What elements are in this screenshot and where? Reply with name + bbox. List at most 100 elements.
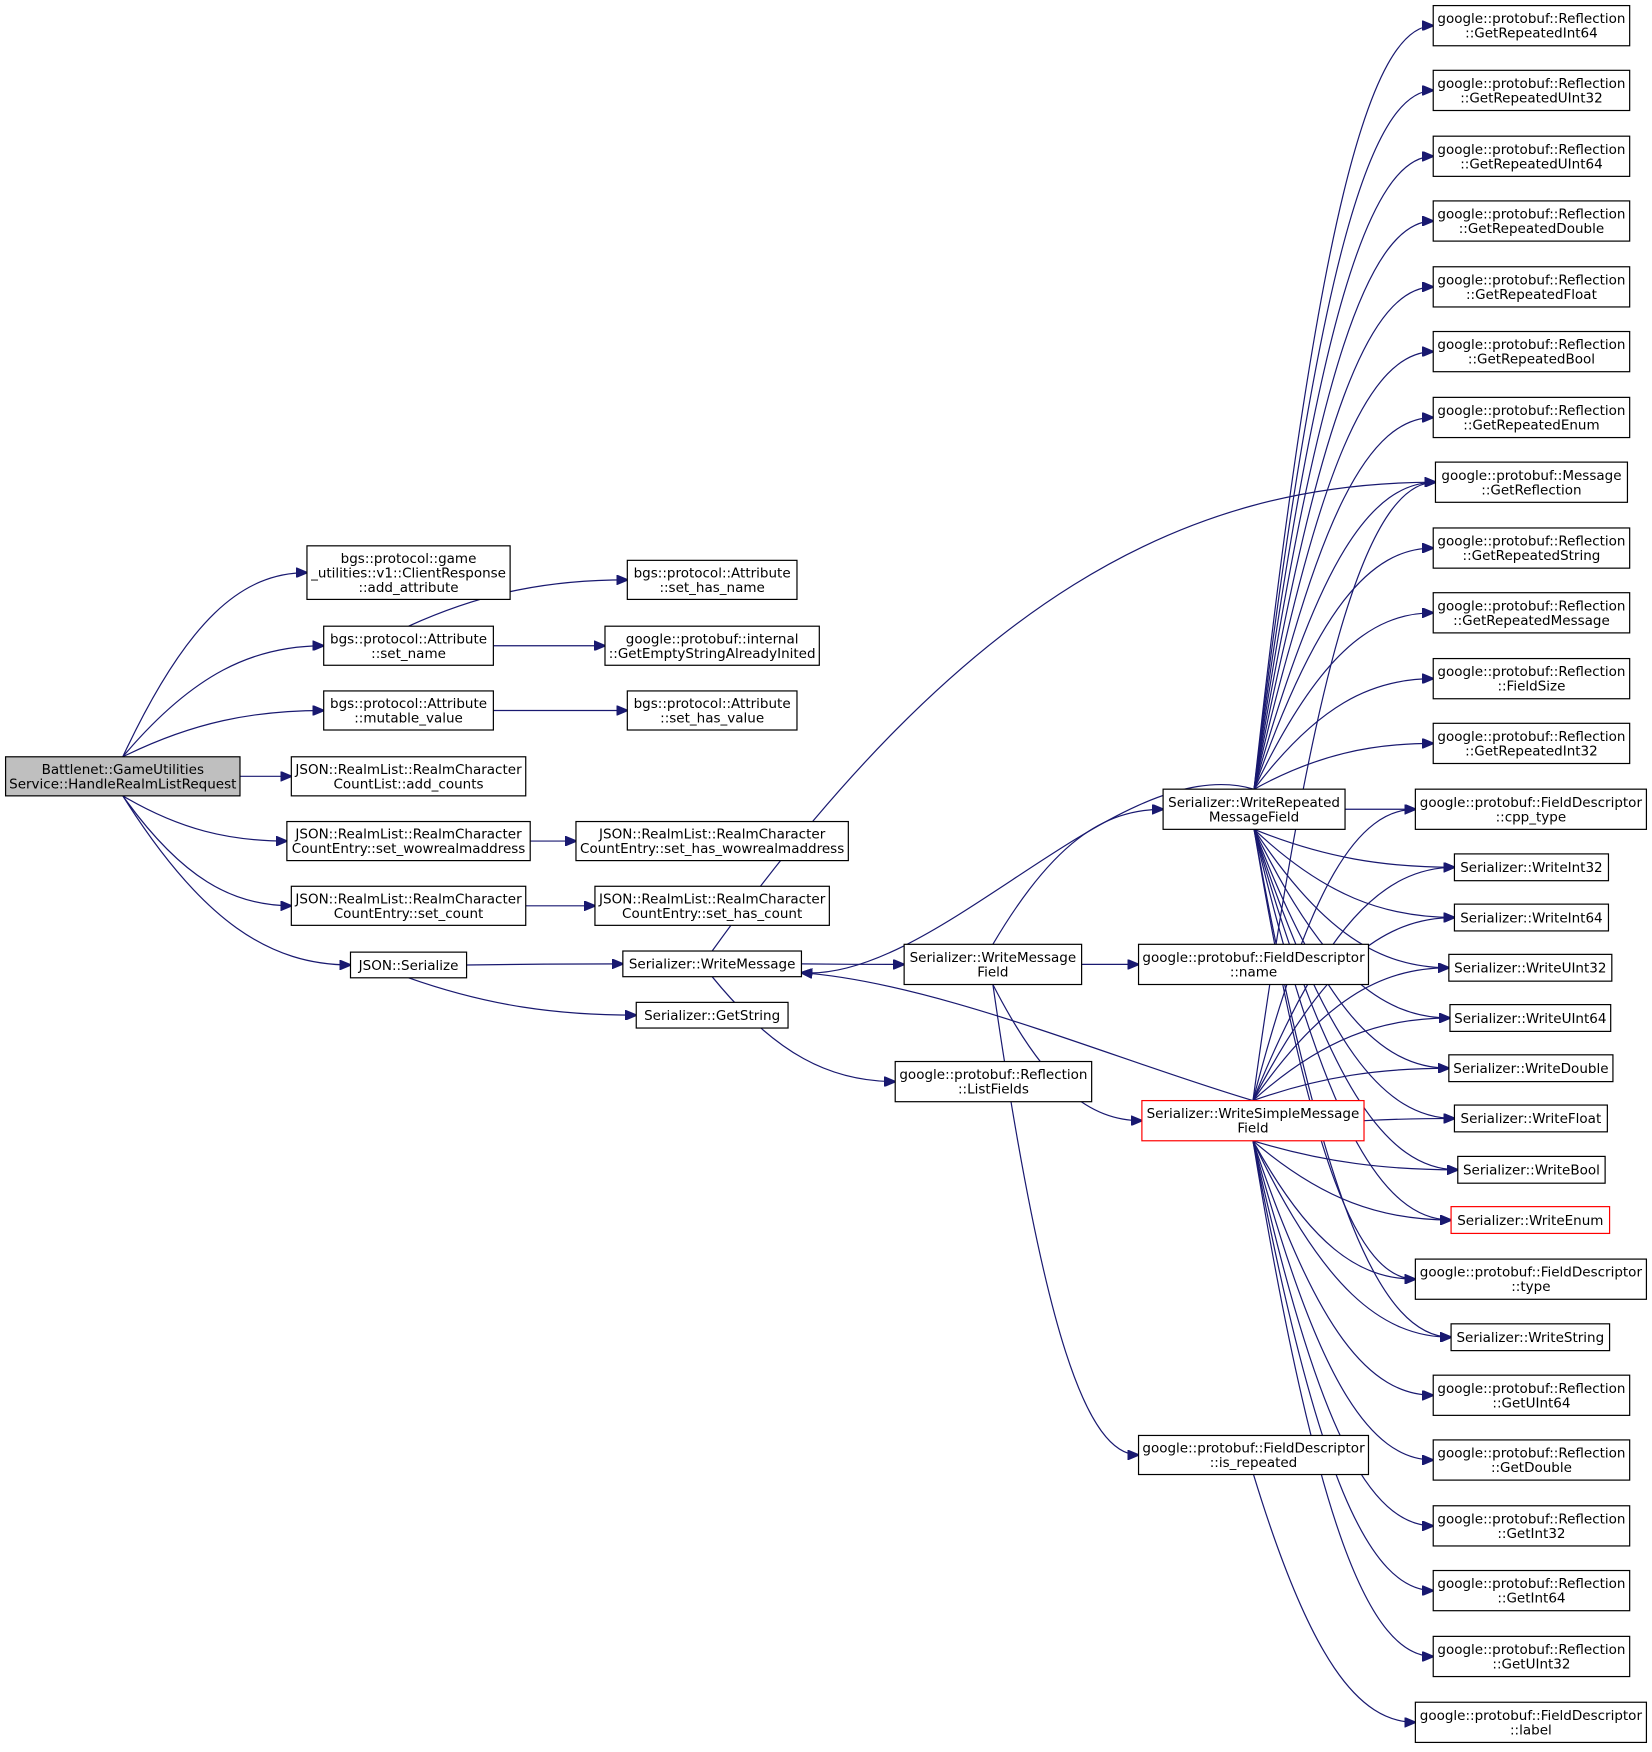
- node-set-has-value[interactable]: bgs::protocol::Attribute::set_has_value: [626, 690, 798, 731]
- node-get-rep-string[interactable]: google::protobuf::Reflection::GetRepeate…: [1432, 527, 1631, 569]
- edge-fd-is-repeated-to-fd-label: [1252, 1474, 1416, 1723]
- edge-write-repeated-to-write-int32: [1253, 828, 1454, 867]
- edge-root-to-set-wowrealmaddress: [122, 795, 287, 841]
- node-box: [1453, 853, 1610, 882]
- node-fd-type[interactable]: google::protobuf::FieldDescriptor::type: [1414, 1258, 1648, 1300]
- edge-write-simple-to-write-int32: [1252, 867, 1454, 1101]
- node-box: [1432, 396, 1631, 439]
- node-get-rep-uint64[interactable]: google::protobuf::Reflection::GetRepeate…: [1432, 135, 1631, 177]
- edge-root-to-mutable-value: [122, 710, 324, 758]
- node-set-name[interactable]: bgs::protocol::Attribute::set_name: [323, 625, 494, 666]
- node-fd-cpp-type[interactable]: google::protobuf::FieldDescriptor::cpp_t…: [1414, 788, 1648, 830]
- node-label-line: google::protobuf::Reflection: [1437, 11, 1625, 27]
- node-write-message[interactable]: Serializer::WriteMessage: [622, 950, 803, 978]
- node-mutable-value[interactable]: bgs::protocol::Attribute::mutable_value: [323, 690, 494, 731]
- node-label-line: Service::HandleRealmListRequest: [9, 776, 236, 792]
- node-label-line: google::protobuf::Reflection: [1437, 598, 1625, 614]
- node-label-line: google::protobuf::FieldDescriptor: [1420, 1708, 1643, 1724]
- node-get-uint64[interactable]: google::protobuf::Reflection::GetUInt64: [1432, 1374, 1631, 1416]
- node-set-has-count[interactable]: JSON::RealmList::RealmCharacterCountEntr…: [594, 885, 830, 926]
- node-msg-get-reflection[interactable]: google::protobuf::Message::GetReflection: [1434, 461, 1629, 503]
- node-json-serialize[interactable]: JSON::Serialize: [349, 951, 468, 979]
- node-get-string[interactable]: Serializer::GetString: [635, 1001, 789, 1029]
- edge-write-repeated-to-write-uint32: [1253, 829, 1449, 967]
- node-label-line: Serializer::WriteBool: [1463, 1163, 1600, 1179]
- node-fd-name[interactable]: google::protobuf::FieldDescriptor::name: [1137, 943, 1370, 986]
- node-box: [626, 690, 798, 731]
- node-get-rep-enum[interactable]: google::protobuf::Reflection::GetRepeate…: [1432, 396, 1631, 439]
- node-label-line: JSON::RealmList::RealmCharacter: [598, 891, 826, 907]
- edge-write-simple-to-write-uint64: [1252, 1018, 1450, 1102]
- node-write-uint32[interactable]: Serializer::WriteUInt32: [1448, 953, 1613, 982]
- node-get-empty-string[interactable]: google::protobuf::internal::GetEmptyStri…: [604, 625, 820, 666]
- node-get-rep-message[interactable]: google::protobuf::Reflection::GetRepeate…: [1432, 592, 1631, 634]
- node-get-rep-int64[interactable]: google::protobuf::Reflection::GetRepeate…: [1432, 4, 1631, 47]
- edge-write-repeated-to-write-message: [801, 783, 1255, 973]
- node-box: [1414, 788, 1648, 830]
- node-write-double[interactable]: Serializer::WriteDouble: [1448, 1054, 1614, 1083]
- node-write-int32[interactable]: Serializer::WriteInt32: [1453, 853, 1610, 882]
- node-box: [1137, 1434, 1370, 1476]
- edge-write-simple-to-write-bool: [1252, 1140, 1458, 1170]
- node-root[interactable]: Battlenet::GameUtilitiesService::HandleR…: [4, 756, 241, 797]
- node-write-string[interactable]: Serializer::WriteString: [1450, 1323, 1611, 1352]
- node-write-int64[interactable]: Serializer::WriteInt64: [1453, 903, 1610, 932]
- node-label-line: ::FieldSize: [1497, 679, 1565, 695]
- node-label-line: ::GetRepeatedInt64: [1465, 26, 1598, 42]
- node-set-has-wowrealmaddress[interactable]: JSON::RealmList::RealmCharacterCountEntr…: [575, 820, 849, 862]
- node-label-line: google::protobuf::FieldDescriptor: [1420, 1265, 1643, 1281]
- node-get-rep-int32[interactable]: google::protobuf::Reflection::GetRepeate…: [1432, 722, 1631, 765]
- node-label-line: ::GetRepeatedDouble: [1459, 221, 1604, 237]
- node-add-counts[interactable]: JSON::RealmList::RealmCharacterCountList…: [290, 756, 527, 797]
- node-box: [323, 690, 494, 731]
- node-label-line: CountList::add_counts: [333, 776, 483, 792]
- node-label-line: ::set_has_value: [660, 711, 764, 727]
- node-box: [323, 625, 494, 666]
- node-write-enum[interactable]: Serializer::WriteEnum: [1450, 1206, 1611, 1235]
- node-box: [1450, 1206, 1611, 1235]
- edge-write-simple-to-write-string: [1252, 1140, 1451, 1337]
- node-box: [1162, 788, 1346, 830]
- node-label-line: google::protobuf::FieldDescriptor: [1420, 795, 1643, 811]
- node-set-wowrealmaddress[interactable]: JSON::RealmList::RealmCharacterCountEntr…: [286, 820, 531, 862]
- node-box: [1432, 135, 1631, 177]
- edge-write-simple-to-get-uint32: [1252, 1140, 1433, 1657]
- node-write-float[interactable]: Serializer::WriteFloat: [1453, 1104, 1608, 1133]
- edge-root-to-add-attribute: [122, 573, 307, 758]
- node-label-line: ::type: [1511, 1279, 1550, 1295]
- node-get-rep-bool[interactable]: google::protobuf::Reflection::GetRepeate…: [1432, 330, 1631, 373]
- node-write-uint64[interactable]: Serializer::WriteUInt64: [1449, 1003, 1612, 1032]
- node-get-double[interactable]: google::protobuf::Reflection::GetDouble: [1432, 1439, 1631, 1481]
- node-get-rep-uint32[interactable]: google::protobuf::Reflection::GetRepeate…: [1432, 69, 1631, 112]
- node-get-int64[interactable]: google::protobuf::Reflection::GetInt64: [1432, 1569, 1631, 1612]
- node-write-bool[interactable]: Serializer::WriteBool: [1457, 1155, 1606, 1184]
- node-set-count[interactable]: JSON::RealmList::RealmCharacterCountEntr…: [290, 885, 527, 926]
- node-label-line: JSON::Serialize: [358, 958, 459, 974]
- node-get-uint32[interactable]: google::protobuf::Reflection::GetUInt32: [1432, 1635, 1631, 1678]
- node-get-rep-float[interactable]: google::protobuf::Reflection::GetRepeate…: [1432, 266, 1631, 308]
- node-get-rep-double[interactable]: google::protobuf::Reflection::GetRepeate…: [1432, 200, 1631, 242]
- node-label-line: Serializer::WriteString: [1456, 1330, 1604, 1346]
- node-label-line: Serializer::WriteSimpleMessage: [1147, 1106, 1360, 1122]
- node-get-int32[interactable]: google::protobuf::Reflection::GetInt32: [1432, 1505, 1631, 1547]
- node-add-attribute[interactable]: bgs::protocol::game_utilities::v1::Clien…: [306, 545, 511, 601]
- node-label-line: Serializer::WriteFloat: [1461, 1111, 1602, 1127]
- node-label-line: bgs::protocol::Attribute: [634, 565, 791, 581]
- node-field-size[interactable]: google::protobuf::Reflection::FieldSize: [1432, 657, 1631, 700]
- node-list-fields[interactable]: google::protobuf::Reflection::ListFields: [894, 1060, 1093, 1103]
- node-set-has-name[interactable]: bgs::protocol::Attribute::set_has_name: [626, 559, 798, 601]
- edge-write-repeated-to-msg-get-reflection: [1253, 482, 1435, 790]
- node-box: [1448, 953, 1613, 982]
- edge-root-to-set-count: [122, 795, 292, 906]
- node-box: [1432, 1569, 1631, 1612]
- node-fd-is-repeated[interactable]: google::protobuf::FieldDescriptor::is_re…: [1137, 1434, 1370, 1476]
- node-box: [1432, 527, 1631, 569]
- node-fd-label[interactable]: google::protobuf::FieldDescriptor::label: [1414, 1701, 1648, 1744]
- node-label-line: Serializer::WriteInt32: [1460, 860, 1602, 876]
- edge-write-repeated-to-write-int64: [1253, 828, 1454, 917]
